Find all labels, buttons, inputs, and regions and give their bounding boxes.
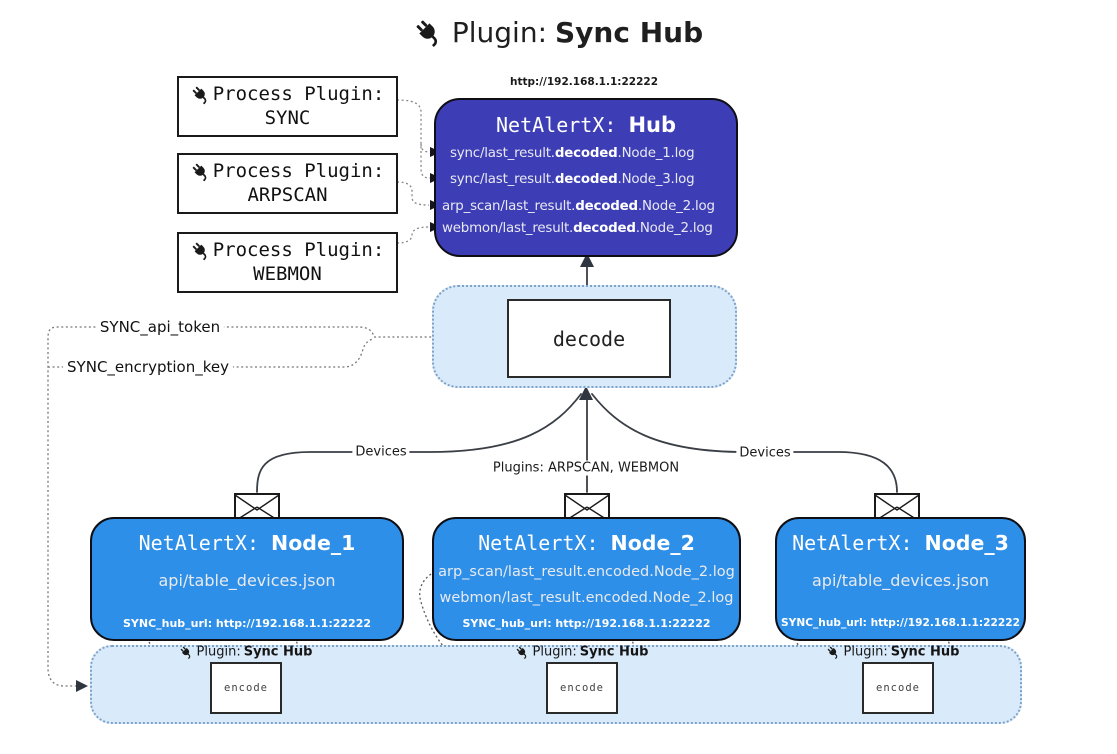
process-plugin-label: Process Plugin: xyxy=(212,159,385,182)
encode-box-2: encode xyxy=(546,662,618,714)
sync-encryption-key-label: SYNC_encryption_key xyxy=(63,358,233,376)
devices-label-left: Devices xyxy=(352,444,410,460)
dotted-webmon-to-hub xyxy=(396,226,430,244)
page-title-name: Sync Hub xyxy=(555,16,704,49)
process-plugin-name: WEBMON xyxy=(253,262,322,285)
arrowhead-into-band xyxy=(76,680,88,692)
hub-url: http://192.168.1.1:22222 xyxy=(509,76,659,88)
process-plugin-box-sync: Process Plugin: SYNC xyxy=(177,76,398,137)
plug-icon xyxy=(416,20,437,47)
dotted-sync-branch xyxy=(420,143,431,153)
dotted-arpscan-to-hub xyxy=(396,181,430,206)
node2-title: NetAlertX: Node_2 xyxy=(478,531,695,555)
hub-title: NetAlertX: Hub xyxy=(436,113,736,137)
page-title: Plugin: Sync Hub xyxy=(0,16,1117,49)
decode-box: decode xyxy=(507,299,671,378)
plug-icon xyxy=(192,242,207,260)
plug-icon xyxy=(180,646,191,659)
process-plugin-box-arpscan: Process Plugin: ARPSCAN xyxy=(177,153,398,214)
node2-hub-url: SYNC_hub_url: http://192.168.1.1:22222 xyxy=(462,617,711,630)
plugins-label-center: Plugins: ARPSCAN, WEBMON xyxy=(489,460,683,476)
node1-hub-url: SYNC_hub_url: http://192.168.1.1:22222 xyxy=(122,617,372,630)
node2-file: arp_scan/last_result.encoded.Node_2.log xyxy=(438,564,735,580)
process-plugin-label: Process Plugin: xyxy=(212,238,385,261)
node3-hub-url: SYNC_hub_url: http://192.168.1.1:22222 xyxy=(781,617,1020,629)
sync-api-token-label: SYNC_api_token xyxy=(95,318,225,336)
edge-devices-left xyxy=(256,393,582,493)
node2-file: webmon/last_result.encoded.Node_2.log xyxy=(439,590,734,606)
node3-title: NetAlertX: Node_3 xyxy=(792,531,1009,555)
node1-box: NetAlertX: Node_1 api/table_devices.json… xyxy=(90,517,404,641)
arrowhead-into-decode-panel xyxy=(579,386,593,400)
node3-file: api/table_devices.json xyxy=(811,571,989,590)
node1-title: NetAlertX: Node_1 xyxy=(138,531,356,555)
encode-box-3: encode xyxy=(862,662,934,714)
node1-file: api/table_devices.json xyxy=(158,571,336,590)
node3-box: NetAlertX: Node_3 api/table_devices.json… xyxy=(775,517,1026,641)
node2-box: NetAlertX: Node_2 arp_scan/last_result.e… xyxy=(432,517,741,641)
plugin-sync-hub-label-1: Plugin:Sync Hub xyxy=(180,645,312,660)
hub-box: NetAlertX: Hub sync/last_result.decoded.… xyxy=(434,98,738,257)
page-title-label: Plugin: xyxy=(451,16,548,49)
plugin-sync-hub-label-3: Plugin:Sync Hub xyxy=(827,645,959,660)
dotted-sync-to-hub xyxy=(396,99,431,179)
process-plugin-box-webmon: Process Plugin: WEBMON xyxy=(177,232,398,293)
process-plugin-name: SYNC xyxy=(264,106,311,129)
plug-icon xyxy=(192,163,207,181)
process-plugin-name: ARPSCAN xyxy=(247,183,328,206)
hub-log-line: sync/last_result.decoded.Node_3.log xyxy=(450,172,695,187)
plug-icon xyxy=(516,646,527,659)
hub-title-name: Hub xyxy=(628,113,676,137)
hub-log-line: arp_scan/last_result.decoded.Node_2.log xyxy=(442,199,715,214)
plug-icon xyxy=(827,646,838,659)
hub-log-line: sync/last_result.decoded.Node_1.log xyxy=(450,146,695,161)
hub-title-label: NetAlertX: xyxy=(495,113,629,137)
edge-devices-right xyxy=(591,393,898,493)
plug-icon xyxy=(192,86,207,104)
devices-label-right: Devices xyxy=(736,445,794,461)
hub-log-line: webmon/last_result.decoded.Node_2.log xyxy=(442,221,713,236)
process-plugin-label: Process Plugin: xyxy=(212,82,385,105)
encode-box-1: encode xyxy=(210,662,282,714)
plugin-sync-hub-label-2: Plugin:Sync Hub xyxy=(516,645,648,660)
